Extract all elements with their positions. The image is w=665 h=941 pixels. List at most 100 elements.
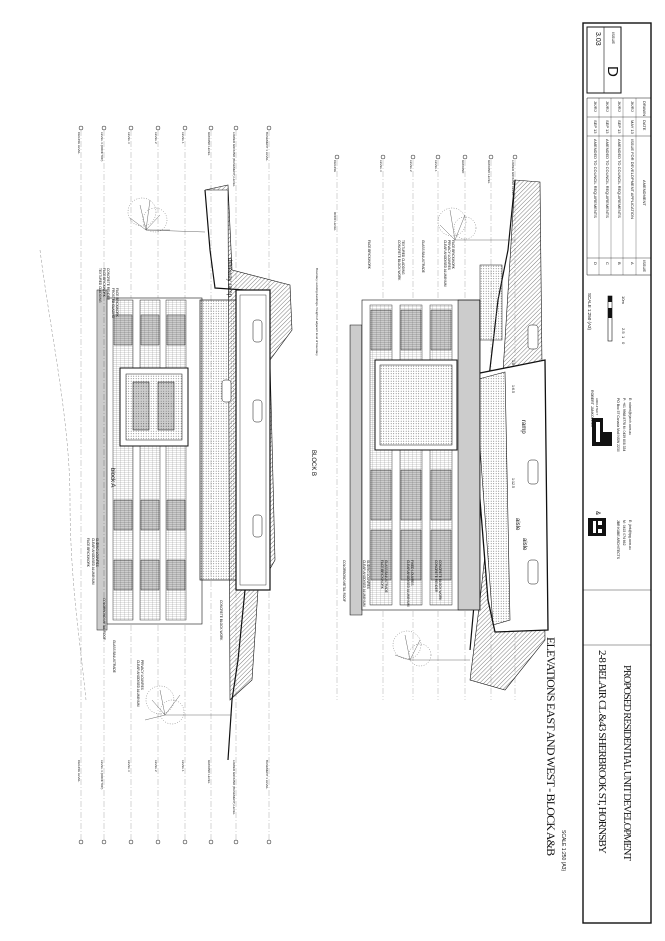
amend-row-d-drawn: JK/RJ: [593, 101, 598, 112]
block-b-ramp-label: ramp: [520, 420, 526, 434]
svg-text:GLASS BALUSTRADE: GLASS BALUSTRADE: [384, 560, 388, 593]
block-a-contour: [39, 249, 87, 701]
project-title: ELEVATIONS EAST AND WEST - BLOCK A&B: [544, 637, 558, 856]
block-a-tree-bottom: [144, 685, 232, 725]
svg-text:GLASS BALUSTRADE: GLASS BALUSTRADE: [421, 240, 425, 273]
svg-text:CLEAR ANODISED ALUMINIUM: CLEAR ANODISED ALUMINIUM: [406, 560, 410, 607]
block-a-podium: [199, 299, 237, 581]
svg-text:FIXED LOUVRES: FIXED LOUVRES: [410, 560, 414, 586]
svg-text:PRIVACY LOUVRES: PRIVACY LOUVRES: [140, 660, 144, 690]
svg-text:GROUND LEVEL: GROUND LEVEL: [207, 132, 211, 156]
block-b-aisle-label-2: aisle: [521, 538, 527, 551]
svg-text:FACE BRICKWORK: FACE BRICKWORK: [367, 240, 371, 270]
svg-text:CLEAR ANODISED ALUMINIUM: CLEAR ANODISED ALUMINIUM: [362, 560, 366, 607]
block-b-elevation: CEILING LEVEL 3 LEVEL 2 GROUND LOWER GRO…: [310, 154, 549, 700]
svg-text:BASEMENT 1 LEVEL: BASEMENT 1 LEVEL: [265, 132, 269, 161]
amend-row-d-text: AMENDED TO COUNCIL REQUIREMENTS: [593, 139, 598, 218]
block-b-ramp-slab: [474, 371, 511, 626]
block-a-level-markers-bottom: [78, 839, 272, 845]
svg-text:LEVEL 3: LEVEL 3: [127, 760, 131, 772]
svg-text:FACE BRICKWORK: FACE BRICKWORK: [115, 288, 119, 318]
svg-text:TEXTURED CLADDING: TEXTURED CLADDING: [401, 240, 405, 275]
amend-header-amendment: AMENDMENT: [642, 180, 647, 206]
block-a-material-labels: FACE BRICKWORK CLEAR ANODISED ALUMINIUM …: [86, 268, 223, 707]
amendment-table: JK/RJ SEP 13 AMENDED TO COUNCIL REQUIREM…: [586, 97, 652, 276]
block-b-level-labels: CEILING LEVEL 3 LEVEL 2 GROUND LOWER GRO…: [333, 160, 515, 231]
block-b-level-markers: [334, 154, 518, 160]
svg-text:ROBERT JANKOWSKI: ROBERT JANKOWSKI: [590, 390, 594, 427]
svg-text:CLEAR ANODISED ALUMINIUM: CLEAR ANODISED ALUMINIUM: [136, 660, 140, 707]
amend-row-b-text: AMENDED TO COUNCIL REQUIREMENTS: [617, 139, 622, 218]
svg-text:M: 0415 074 662: M: 0415 074 662: [622, 520, 626, 546]
svg-text:CEILING LEVEL: CEILING LEVEL: [77, 760, 81, 783]
amend-header-drawn: DRAWN: [642, 101, 647, 116]
scale-bar: SCALE 1:250 (A3) 10m 2.5 1 0: [587, 293, 626, 345]
svg-text:LEVEL 2: LEVEL 2: [409, 160, 413, 172]
issue-letter: D: [604, 66, 621, 77]
svg-text:PO Box 57 Canada Mall NSW 2230: PO Box 57 Canada Mall NSW 2230: [616, 398, 620, 452]
svg-text:ROOF LEVEL: ROOF LEVEL: [333, 212, 337, 231]
amend-row-a-issue: A: [630, 262, 635, 265]
block-b-windows: [370, 309, 452, 581]
amend-row-c-drawn: JK/RJ: [605, 101, 610, 112]
svg-text:LEVEL 1: LEVEL 1: [181, 760, 185, 772]
architect-block: ROBERT JANKOWSKI ARCHITECT PO Box 57 Can…: [588, 390, 632, 560]
amend-row-d-date: SEP 13: [593, 120, 598, 134]
block-b-cars: [527, 324, 539, 585]
svg-text:SLIDING LOUVRES: SLIDING LOUVRES: [95, 538, 99, 567]
block-a-tree-top: [127, 197, 206, 233]
svg-text:CLEAR ANODISED ALUMINIUM: CLEAR ANODISED ALUMINIUM: [91, 538, 95, 585]
svg-text:LEVEL 1: LEVEL 1: [181, 132, 185, 144]
svg-text:FACE BRICKWORK: FACE BRICKWORK: [380, 560, 384, 590]
block-a-cars: [221, 319, 263, 538]
svg-text:1:6.5: 1:6.5: [511, 385, 515, 393]
svg-text:E: robert@rjarch.com.au: E: robert@rjarch.com.au: [628, 398, 632, 435]
block-a-level-labels-top: CEILING LEVEL LEVEL 4 (ROOFTOP) LEVEL 3 …: [77, 132, 269, 187]
svg-text:COLORBOND METAL ROOF: COLORBOND METAL ROOF: [342, 560, 346, 602]
scale-bar-title: SCALE 1:250 (A3): [587, 293, 592, 331]
title-block: 3.03 ISSUE D JK/RJ SEP 13 AMENDED TO COU…: [582, 22, 652, 924]
amend-row-b-date: SEP 13: [617, 120, 622, 134]
svg-text:CONCRETE BLOCK WORK: CONCRETE BLOCK WORK: [438, 560, 442, 601]
svg-text:10m: 10m: [621, 296, 626, 304]
amend-row-c-issue: C: [605, 262, 610, 265]
svg-text:LEVEL 2: LEVEL 2: [154, 760, 158, 772]
svg-text:CONCRETE BLOCK WORK: CONCRETE BLOCK WORK: [397, 240, 401, 281]
svg-text:TEXTURED CLADDING: TEXTURED CLADDING: [98, 268, 102, 303]
amend-row-c-text: AMENDED TO COUNCIL REQUIREMENTS: [605, 139, 610, 218]
svg-text:LEVEL 2: LEVEL 2: [154, 132, 158, 144]
block-b-title: BLOCK B: [310, 450, 316, 476]
block-b-note: Boundary: existing dwellings / height of…: [315, 268, 319, 356]
block-a-roof: [96, 289, 108, 631]
svg-text:FROSTED GLAZING: FROSTED GLAZING: [111, 288, 115, 319]
amend-row-b-drawn: JK/RJ: [617, 101, 622, 112]
jankowski-logo: [592, 418, 612, 446]
svg-text:GROUND LEVEL: GROUND LEVEL: [207, 760, 211, 784]
svg-text:GROUND LEVEL: GROUND LEVEL: [487, 160, 491, 184]
block-a-elevation: CEILING LEVEL LEVEL 4 (ROOFTOP) LEVEL 3 …: [39, 125, 293, 845]
svg-text:P: +61 9968 8778 M: 0439 808: P: +61 9968 8778 M: 0439 808 334: [622, 398, 626, 451]
jbr-kube-logo: [588, 518, 606, 536]
svg-text:LOWER GROUND (BASEMENT) LEVEL: LOWER GROUND (BASEMENT) LEVEL: [232, 760, 236, 815]
block-a-driveway-label: driveway ramp: [226, 258, 232, 298]
svg-text:COLORBOND METAL ROOF: COLORBOND METAL ROOF: [102, 598, 106, 640]
block-b-material-labels: COLORBOND METAL ROOF CLEAR ANODISED ALUM…: [342, 240, 455, 607]
block-b-aisle-label: aisle: [514, 518, 520, 531]
svg-text:E: jbrk@tpg.com.au: E: jbrk@tpg.com.au: [628, 520, 632, 550]
svg-text:2.5: 2.5: [621, 328, 626, 334]
svg-text:GROUND: GROUND: [461, 160, 465, 174]
svg-text:PRIVACY LOUVRES: PRIVACY LOUVRES: [447, 240, 451, 270]
block-b-tree-top: [437, 207, 515, 241]
amend-row-d-issue: D: [593, 262, 598, 265]
svg-text:&: &: [594, 511, 600, 515]
block-b-tree-bottom: [392, 630, 470, 667]
svg-text:GLASS BALUSTRADE: GLASS BALUSTRADE: [112, 640, 116, 673]
project-description: PROPOSED RESIDENTIAL UNIT DEVELOPMENT: [621, 665, 632, 861]
svg-text:CONCRETE RENDER: CONCRETE RENDER: [106, 268, 110, 301]
svg-text:1: 1: [621, 336, 626, 339]
svg-text:LOWER GROUND LEVEL: LOWER GROUND LEVEL: [511, 160, 515, 196]
svg-text:ARCHITECT: ARCHITECT: [595, 398, 599, 415]
project-address: 2-8 BELAIR CL &43 SHERBROOK ST, HORNSBY: [596, 650, 608, 854]
amend-row-a-drawn: JK/RJ: [630, 101, 635, 112]
